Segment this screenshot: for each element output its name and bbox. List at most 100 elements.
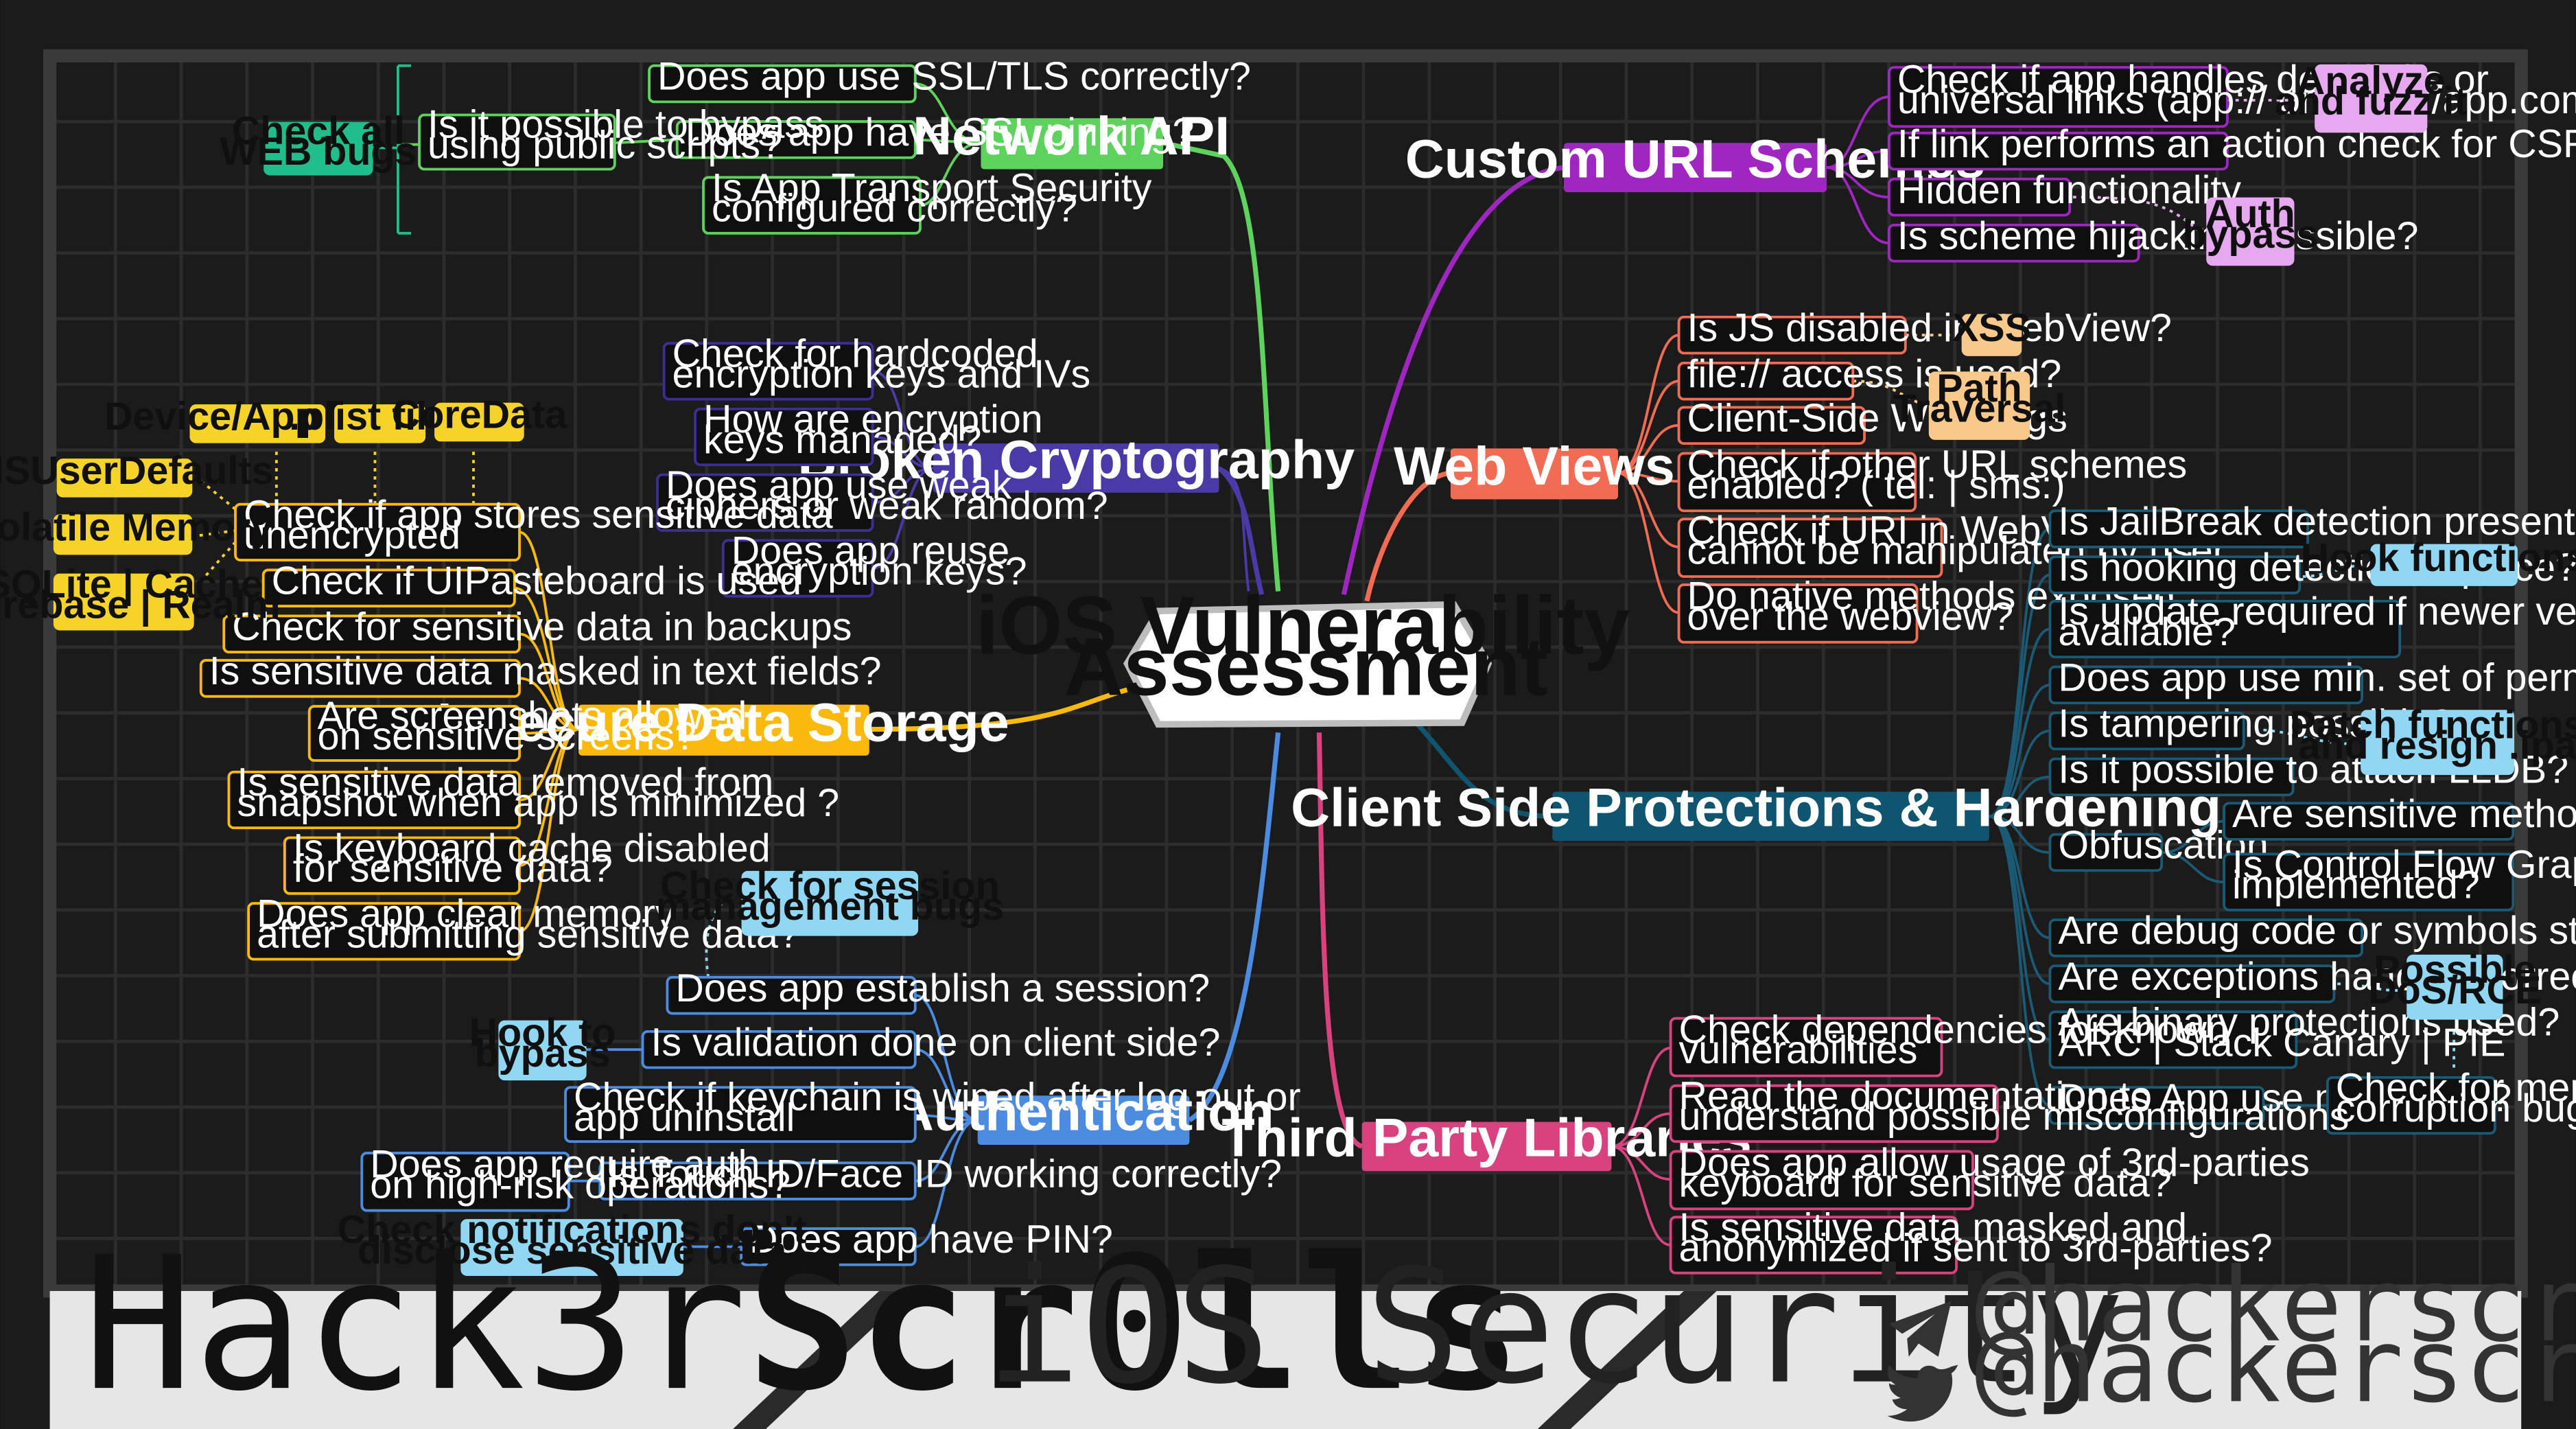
category-third[interactable]: Third Party Libraries [1221,1108,1752,1172]
node-text: Is keyboard cache disabled [293,826,771,870]
node-text: How are encryption [703,397,1043,441]
leaf-node[interactable]: Check if UIPasteboard is used [261,559,801,607]
leaf-node[interactable]: Does app have SSL pinning? [675,111,1195,159]
branch-line [519,531,579,731]
twitter-handle[interactable]: @hackerscrolls [1974,1306,2576,1425]
leaf-node[interactable]: Does app have PIN? [740,1218,1113,1266]
branch-line [1826,95,1890,170]
leaf-node[interactable]: Is scheme hijacking possible? [1887,214,2419,263]
leaf-node[interactable]: Check if app stores sensitive dataunencr… [234,493,833,561]
branch-line [1989,684,2050,818]
leaf-node[interactable]: Is validation done on client side? [641,1021,1221,1069]
category-web[interactable]: Web Views [1394,436,1675,500]
node-text: available? [2058,610,2236,654]
leaf-node[interactable]: Check if keychain is wiped after log out… [564,1075,1301,1143]
leaf-node[interactable]: Is Control Flow Graph obfuscationimpleme… [2223,843,2576,911]
branch-line [1364,470,1451,602]
leaf-node[interactable]: Does app establish a session? [666,966,1210,1015]
category-label: Authentication [895,1081,1274,1141]
branch-line [1341,165,1565,596]
leaf-node[interactable]: Hook functions [2301,536,2576,586]
leaf-node[interactable]: Is Touch ID/Face ID working correctly? [598,1152,1282,1200]
node-text: Check for memory [2336,1066,2576,1110]
node-text: Check notifications don't [338,1208,807,1252]
leaf-node[interactable]: Is JS disabled in WebView? [1677,306,2172,355]
leaf-node[interactable]: If link performs an action check for CSR… [1887,122,2576,171]
category-network[interactable]: Network API [913,106,1230,170]
branch-line [1162,140,1281,592]
leaf-node[interactable]: Check if app handles deeplinks orunivers… [1887,58,2576,128]
leaf-node[interactable]: Is update required if newer version of a… [2048,590,2576,659]
leaf-node[interactable]: Volatile Memory [0,506,272,555]
leaf-node[interactable]: XSS [1952,306,2031,356]
node-text: configured correctly? [712,187,1077,231]
category-crypto[interactable]: Broken Cryptography [797,429,1355,493]
leaf-node[interactable]: Check for sensitive data in backups [222,605,852,653]
branch-line [1989,815,2050,1107]
category-storage[interactable]: Insecure Data Storage [437,692,1009,756]
leaf-node[interactable]: Does app use SSL/TLS correctly? [648,55,1251,104]
leaf-node[interactable]: CoreData [392,393,567,442]
node-text: Check if app stores sensitive data [244,493,833,537]
node-text: Check if keychain is wiped after log out… [574,1075,1301,1119]
telegram-handle[interactable]: @hackerscrolls [1974,1246,2576,1364]
node-text: corruption bugs [2336,1087,2576,1130]
leaf-node[interactable]: Does app allow usage of 3rd-partieskeybo… [1669,1141,2310,1211]
node-text: SQLite | Cache [0,563,263,607]
branch-line [1218,467,1250,592]
node-text: Are debug code or symbols stripped? [2058,909,2576,953]
leaf-node[interactable]: Is JailBreak detection present? [2048,500,2576,548]
leaf-node[interactable]: Hidden functionality [1887,168,2241,217]
node-text: app uninstall [574,1095,795,1139]
branch-line [915,138,981,145]
leaf-node[interactable]: SQLite | CacheFirebase | Realm [0,563,281,631]
leaf-node[interactable]: Are debug code or symbols stripped? [2048,909,2576,957]
leaf-node[interactable]: Does app use min. set of permissions? [2048,656,2576,705]
branch-line [1826,166,1890,245]
branch-line [397,64,412,235]
node-text: Does app have PIN? [749,1218,1113,1262]
leaf-node[interactable]: Check for memorycorruption bugs [2326,1066,2576,1135]
node-text: bypass [2182,213,2318,257]
node-text: CoreData [392,393,567,437]
leaf-node[interactable]: Is it possible to attach LLDB? [2048,748,2568,797]
leaf-node[interactable]: Is sensitive data masked in text fields? [199,649,882,698]
node-text: enabled? ( tel: | sms:) [1687,463,2065,507]
leaf-node[interactable]: Check dependencies for knownvulnerabilit… [1669,1008,2229,1078]
node-text: Hook functions [2301,536,2576,580]
node-text: XSS [1952,306,2031,350]
category-auth[interactable]: Authentication [895,1081,1274,1145]
leaf-node[interactable]: Device/App logs [104,395,411,443]
branch-line [519,728,579,933]
node-text: Volatile Memory [0,506,272,550]
node-text: Is JailBreak detection present? [2058,500,2576,544]
leaf-node[interactable]: Are sensitive methods obfuscated? [2223,792,2576,841]
leaf-node[interactable]: NSUserDefaults [0,449,273,498]
leaf-node[interactable]: Are binary protections used?ARC | Stack … [2048,1000,2560,1069]
node-text: ciphers or weak random? [666,484,1108,528]
